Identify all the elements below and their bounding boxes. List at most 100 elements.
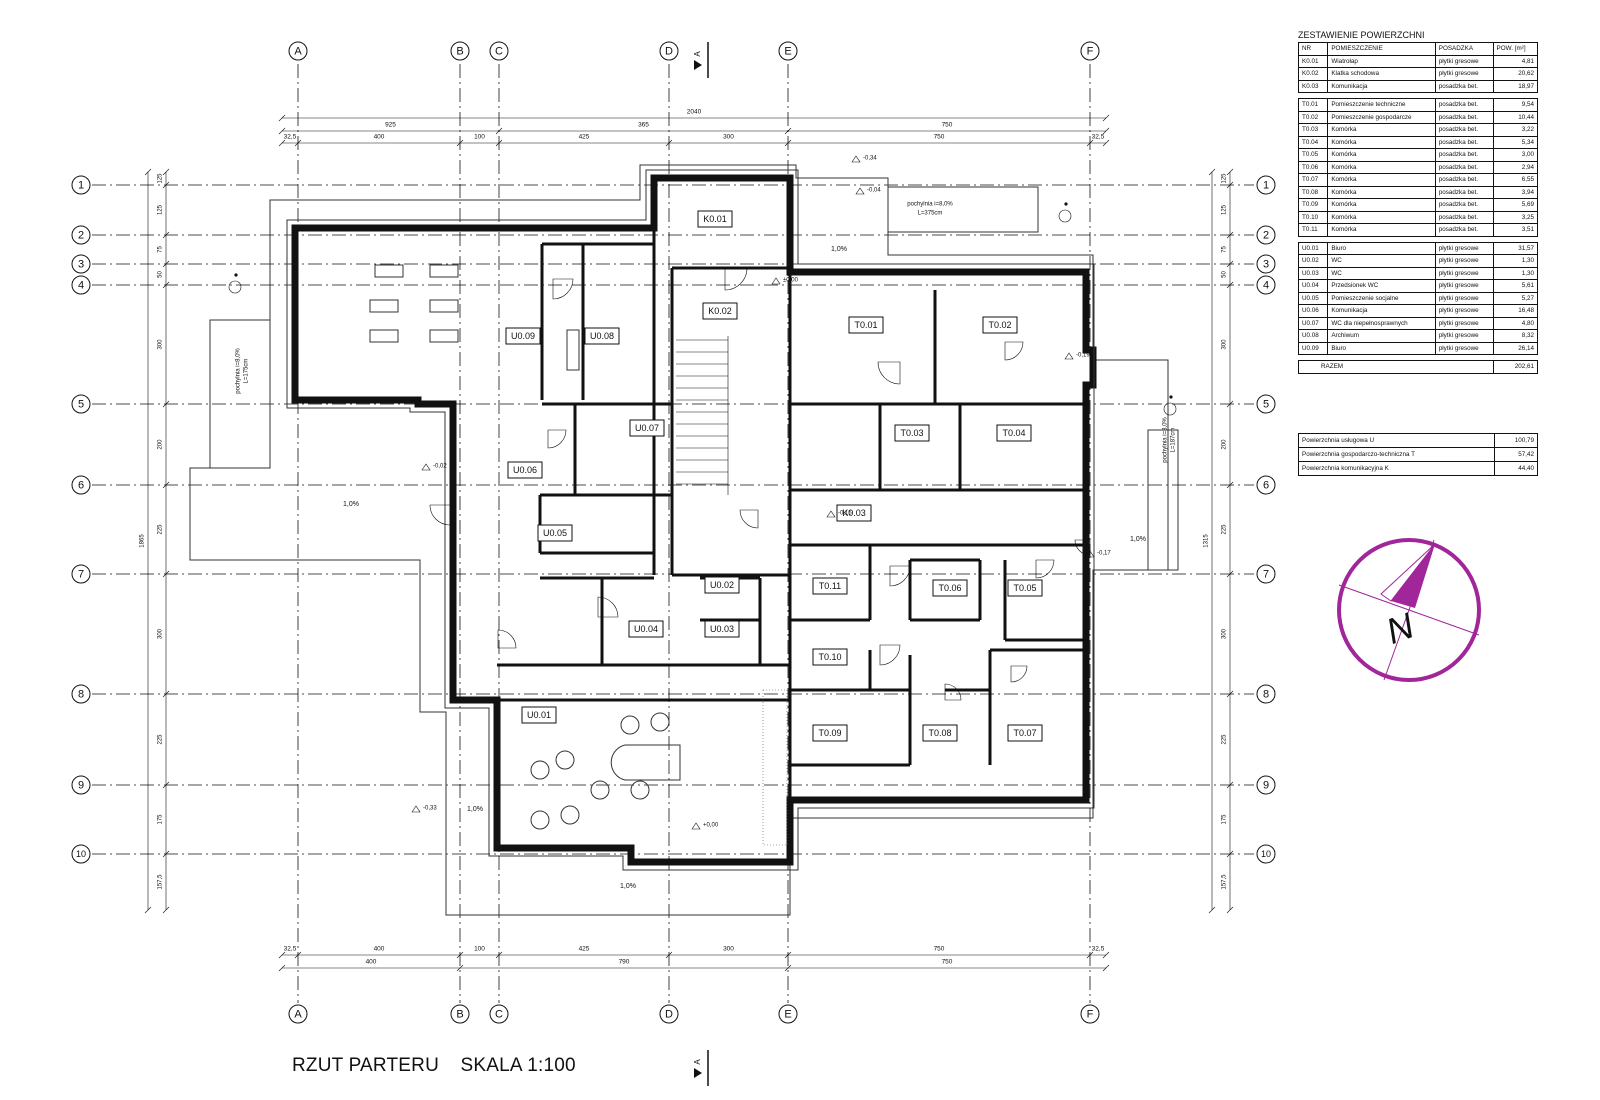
top-row-dim-label: 32,5 <box>284 134 297 141</box>
room-tag: U0.07 <box>635 423 659 433</box>
table-cell: 31,57 <box>1492 241 1539 255</box>
room-tag: K0.03 <box>842 508 866 518</box>
table-cell: płytki gresowe <box>1434 54 1494 68</box>
row-axis-bubble <box>71 225 91 245</box>
left-row-dim-tick <box>162 168 170 176</box>
header-nr: NR <box>1297 42 1329 56</box>
level-label: +0,00 <box>703 823 719 829</box>
table-cell: płytki gresowe <box>1434 291 1494 305</box>
row-axis-bubble <box>1256 684 1276 704</box>
room-tag-frame <box>704 576 740 594</box>
bottom-row-dim-label: 32,5 <box>284 946 297 953</box>
right-row-dim-label: 125 <box>1222 204 1228 215</box>
row-axis-label: 5 <box>1263 398 1269 410</box>
row-axis-bubble <box>1256 564 1276 584</box>
row-axis-bubble <box>1256 254 1276 274</box>
room-tag: T0.07 <box>1013 728 1036 738</box>
left-row-dim-tick <box>162 260 170 268</box>
column-axis-label: B <box>456 1008 463 1020</box>
table-cell: 5,34 <box>1492 135 1539 149</box>
building-walls <box>189 164 1169 916</box>
room-tag: K0.01 <box>703 214 727 224</box>
chair <box>650 712 670 732</box>
top-row-dim-tick <box>665 139 673 147</box>
right-row-dim-tick <box>1226 168 1234 176</box>
bottom-group-dim-tick <box>784 964 792 972</box>
table-cell: posadzka bet. <box>1434 79 1494 93</box>
table-cell: Przedsionek WC <box>1327 279 1436 293</box>
bottom-row-dim-tick <box>495 951 503 959</box>
column-axis-bubble <box>288 1004 308 1024</box>
bottom-group-dim-tick <box>278 964 286 972</box>
right-row-dim-label: 300 <box>1222 339 1228 350</box>
column-axis-label: D <box>665 45 673 57</box>
area-schedule-header: NR POMIESZCZENIE POSADZKA POW. [m²] <box>1297 42 1539 56</box>
table-cell: T0.10 <box>1297 210 1329 224</box>
left-row-dim-label: 225 <box>158 524 164 535</box>
room-tag: T0.08 <box>928 728 951 738</box>
table-cell: T0.08 <box>1297 185 1329 199</box>
right-row-dim-tick <box>1226 181 1234 189</box>
room-tag: U0.06 <box>513 465 537 475</box>
room-tag-frame <box>812 648 848 666</box>
table-cell: 18,97 <box>1492 79 1539 93</box>
table-cell: WC <box>1327 266 1436 280</box>
column-axis-label: A <box>294 45 302 57</box>
row-axis-label: 3 <box>78 258 84 270</box>
table-cell: płytki gresowe <box>1434 266 1494 280</box>
table-cell: 3,00 <box>1492 148 1539 162</box>
level-label: -0,17 <box>1097 551 1111 557</box>
table-cell: posadzka bet. <box>1434 148 1494 162</box>
table-cell: 9,54 <box>1492 98 1539 112</box>
door-swing <box>944 683 962 701</box>
table-cell: Komórka <box>1327 173 1436 187</box>
room-tag-frame <box>628 620 664 638</box>
table-cell: 1,30 <box>1492 266 1539 280</box>
shelf <box>566 329 580 371</box>
table-cell: posadzka bet. <box>1434 210 1494 224</box>
header-floor: POSADZKA <box>1434 42 1494 56</box>
chair <box>530 760 550 780</box>
level-label: ±0,00 <box>783 278 799 284</box>
table-cell: 5,61 <box>1492 279 1539 293</box>
column-axis-label: E <box>784 45 791 57</box>
bottom-row-dim-label: 300 <box>723 946 734 953</box>
table-cell: płytki gresowe <box>1434 304 1494 318</box>
right-row-dim-label: 125 <box>1222 173 1228 184</box>
left-total-dim-tick <box>144 168 152 176</box>
left-row-dim-label: 50 <box>158 271 164 278</box>
table-cell: T0.03 <box>1297 123 1329 137</box>
ramp-label: pochylnia i=8,0% <box>907 202 953 208</box>
top-total-dim-tick <box>278 114 286 122</box>
room-tag: T0.11 <box>819 581 841 591</box>
bottom-group-dim-label: 400 <box>366 959 377 966</box>
table-cell: Komunikacja <box>1327 304 1436 318</box>
left-row-dim-tick <box>162 690 170 698</box>
right-row-dim-label: 175 <box>1222 814 1228 825</box>
left-row-dim-label: 125 <box>158 204 164 215</box>
table-cell: Komórka <box>1327 185 1436 199</box>
table-cell: Wiatrołap <box>1327 54 1436 68</box>
table-cell: T0.04 <box>1297 135 1329 149</box>
table-cell: T0.09 <box>1297 198 1329 212</box>
ramp-label: pochylnia i=8,0% <box>1163 417 1169 463</box>
top-group-dim-tick <box>495 127 503 135</box>
drawing-title-name: RZUT PARTERU <box>292 1055 440 1076</box>
left-row-dim-tick <box>162 906 170 914</box>
left-row-dim-label: 75 <box>158 246 164 253</box>
room-tag-frame <box>629 419 665 437</box>
column-axis-label: F <box>1087 1008 1094 1020</box>
table-gap <box>1298 92 1538 99</box>
